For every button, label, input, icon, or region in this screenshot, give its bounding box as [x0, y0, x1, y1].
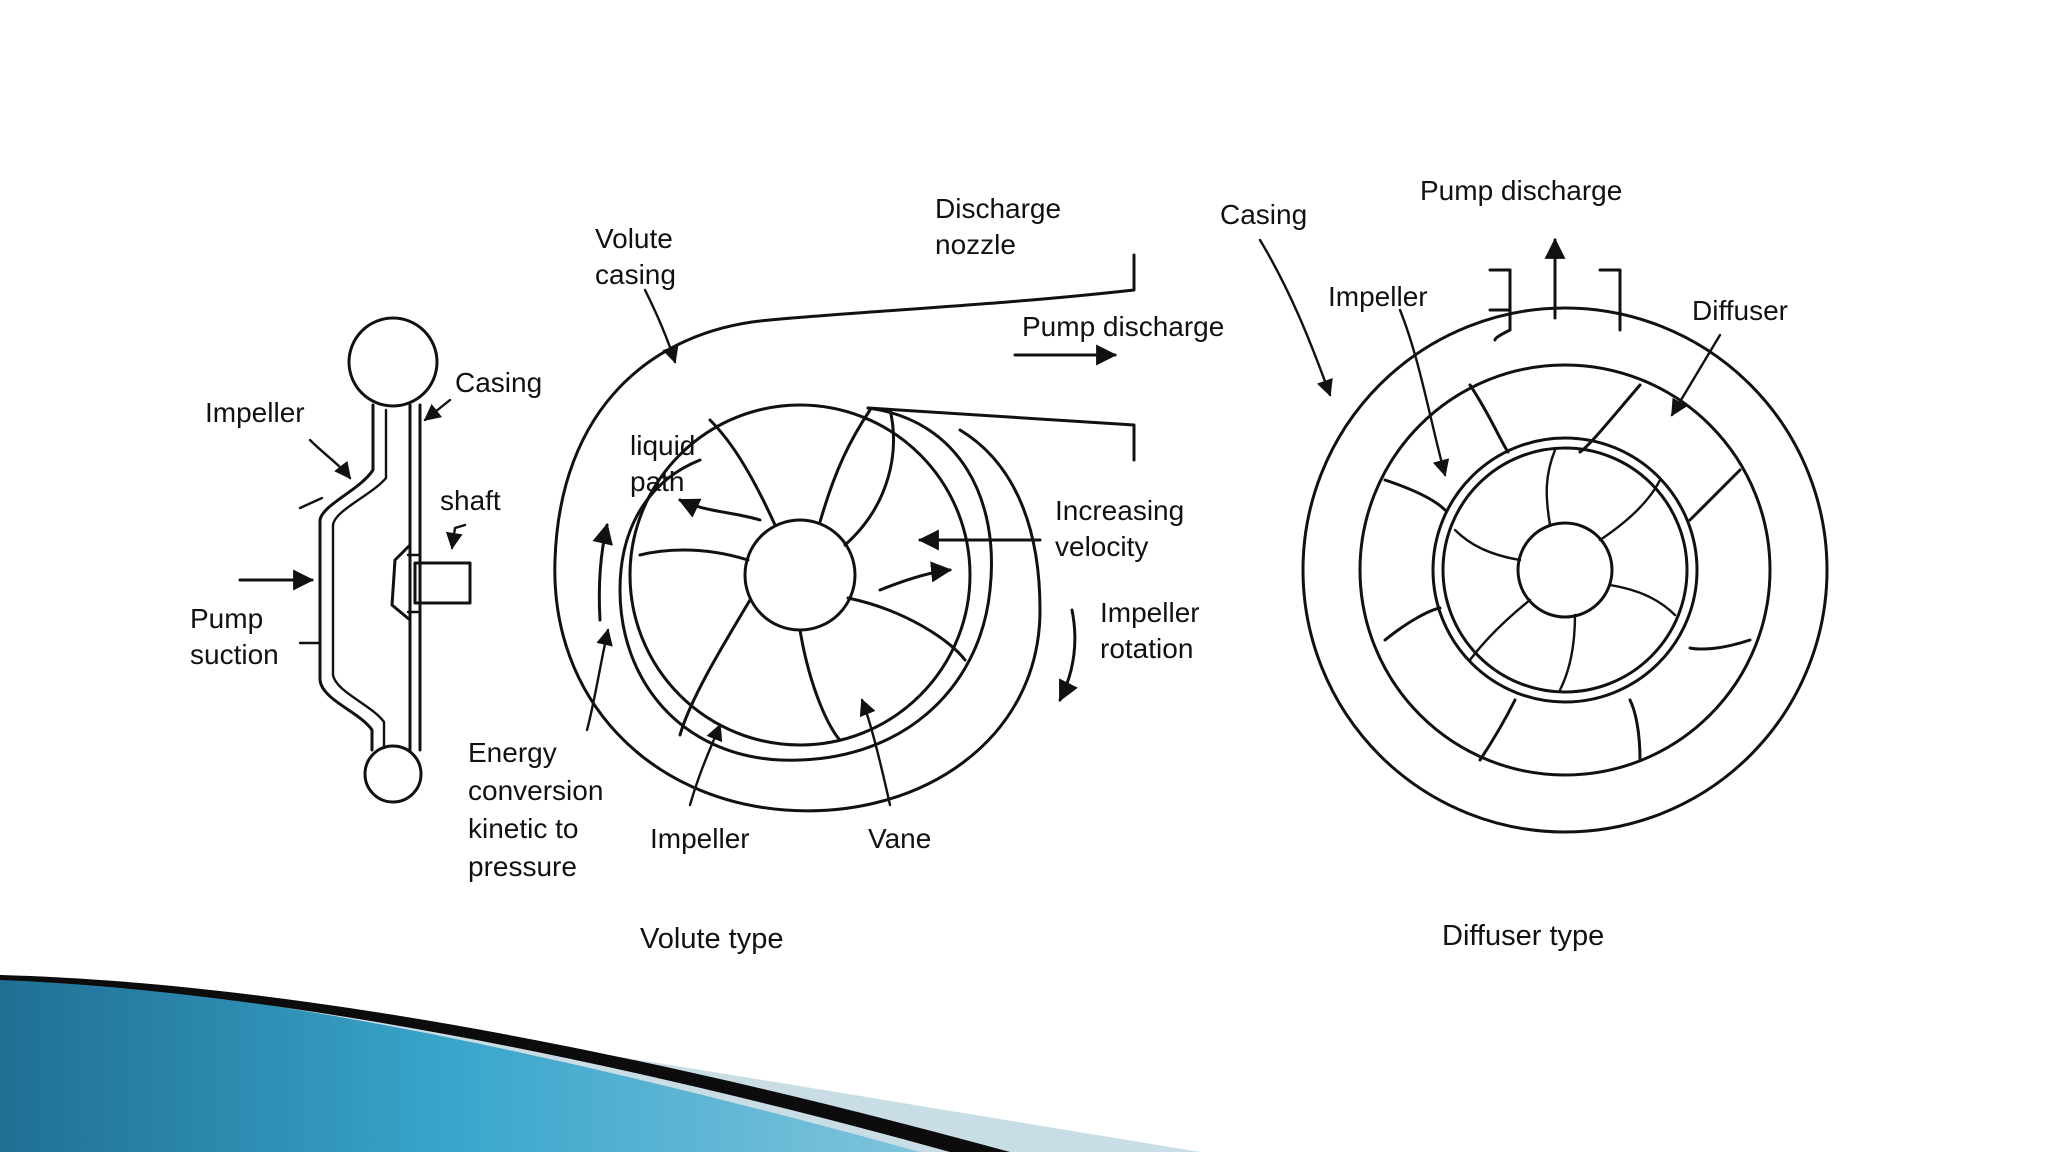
shaft-rect [413, 561, 472, 605]
energy-conversion-label-line4: pressure [468, 851, 577, 882]
diffuser-casing-label: Casing [1220, 199, 1307, 230]
side-shaft-label: shaft [440, 485, 501, 516]
energy-conversion-label-line3: kinetic to [468, 813, 579, 844]
energy-conversion-label-line1: Energy [468, 737, 557, 768]
discharge-nozzle-label-line2: nozzle [935, 229, 1016, 260]
diffuser-impeller-eye [1516, 521, 1614, 619]
volute-impeller-shroud [628, 403, 972, 747]
pump-suction-label-line2: suction [190, 639, 279, 670]
impeller-rotation-label-line1: Impeller [1100, 597, 1200, 628]
volute-pump-discharge-label: Pump discharge [1022, 311, 1224, 342]
volute-type-caption: Volute type [640, 923, 784, 955]
diffuser-diagram [1258, 237, 1829, 834]
diffuser-pump-discharge-label: Pump discharge [1420, 175, 1622, 206]
side-impeller-label: Impeller [205, 397, 305, 428]
volute-casing-label-line1: Volute [595, 223, 673, 254]
diffuser-casing-outer [1301, 306, 1829, 834]
energy-conversion-label-line2: conversion [468, 775, 603, 806]
diffuser-label: Diffuser [1692, 295, 1788, 326]
side-casing-bottom-bulb [363, 744, 423, 804]
vane-label: Vane [868, 823, 931, 854]
pump-suction-label-line1: Pump [190, 603, 263, 634]
diffuser-impeller-outer [1431, 436, 1699, 704]
volute-casing-label-line2: casing [595, 259, 676, 290]
diffuser-type-caption: Diffuser type [1442, 920, 1604, 952]
liquid-path-label-line2: path [630, 466, 685, 497]
diffuser-ring [1358, 363, 1772, 777]
impeller-rotation-label-line2: rotation [1100, 633, 1193, 664]
discharge-nozzle-label-line1: Discharge [935, 193, 1061, 224]
volute-outer-casing [553, 253, 1136, 813]
volute-vanes [638, 408, 967, 742]
side-casing-label: Casing [455, 367, 542, 398]
increasing-velocity-label-line1: Increasing [1055, 495, 1184, 526]
volute-impeller-eye [743, 518, 857, 632]
volute-diagram [553, 253, 1136, 813]
volute-nozzle-lower [866, 406, 1136, 462]
diffuser-impeller-label: Impeller [1328, 281, 1428, 312]
decorative-swoosh [0, 975, 1200, 1152]
diffuser-impeller-vanes [1453, 448, 1677, 692]
side-casing-top-bulb [347, 316, 439, 408]
volute-impeller-label: Impeller [650, 823, 750, 854]
increasing-velocity-label-line2: velocity [1055, 531, 1148, 562]
diffuser-vanes [1383, 383, 1752, 762]
liquid-path-label-line1: liquid [630, 430, 695, 461]
side-view [238, 316, 472, 804]
